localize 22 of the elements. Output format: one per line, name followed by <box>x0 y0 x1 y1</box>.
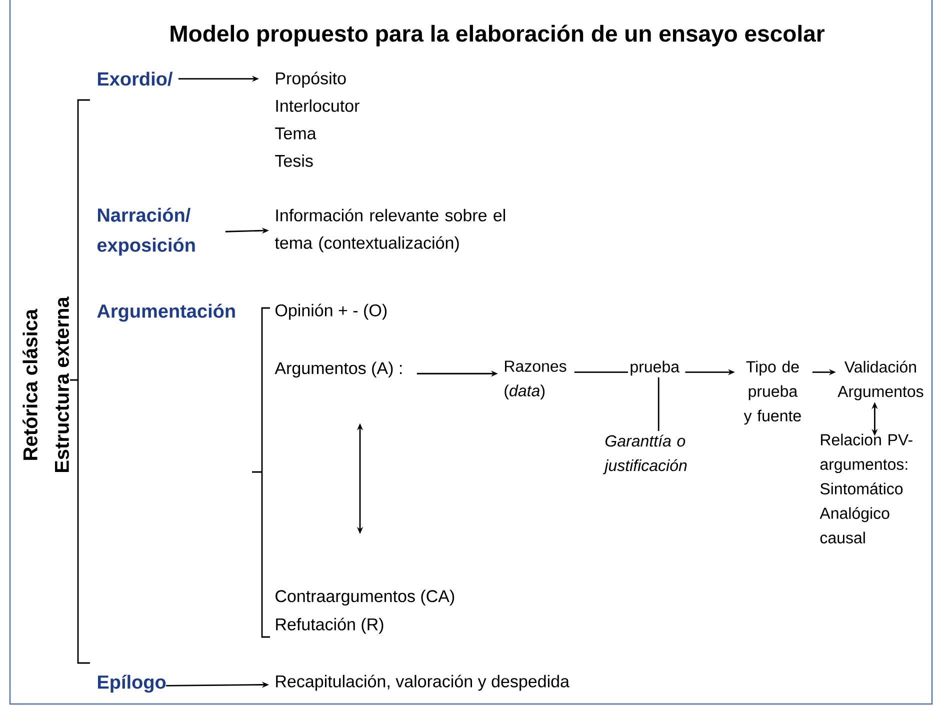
section-heading: Narración/ exposición <box>97 208 195 256</box>
section-heading: Exordio/ <box>98 72 173 86</box>
item-list: Propósito Interlocutor Tema Tesis <box>275 72 360 167</box>
item-text: Refutación (R) <box>276 618 384 634</box>
description-text: Información relevante sobre el tema (contextualización) <box>274 208 506 252</box>
step-text: Validación Argumentos <box>838 360 924 400</box>
section-heading: Epílogo <box>98 674 166 693</box>
item-text: Argumentos (A) : <box>274 362 402 378</box>
connector-line <box>574 371 628 373</box>
step-text: prueba <box>630 360 680 376</box>
step-text: Tipo de prueba y fuente <box>744 360 801 425</box>
item-text: Opinión + - (O) <box>276 304 387 320</box>
step-text: Razones (data) <box>504 360 566 400</box>
item-text: Contraargumentos (CA) <box>276 590 454 606</box>
vertical-label: Estructura externa <box>55 296 69 472</box>
note-text: Garanttía o justificación <box>602 434 687 474</box>
connector-line <box>658 377 660 431</box>
vertical-label: Retórica clásica <box>22 308 38 460</box>
title: Modelo propuesto para la elaboración de un ensayo escolar <box>170 24 824 46</box>
step-text: Relacion PV- argumentos: Sintomático Analógico causal <box>820 434 912 544</box>
section-heading: Argumentación <box>97 304 235 322</box>
item-text: Recapitulación, valoración y despedida <box>276 674 570 691</box>
